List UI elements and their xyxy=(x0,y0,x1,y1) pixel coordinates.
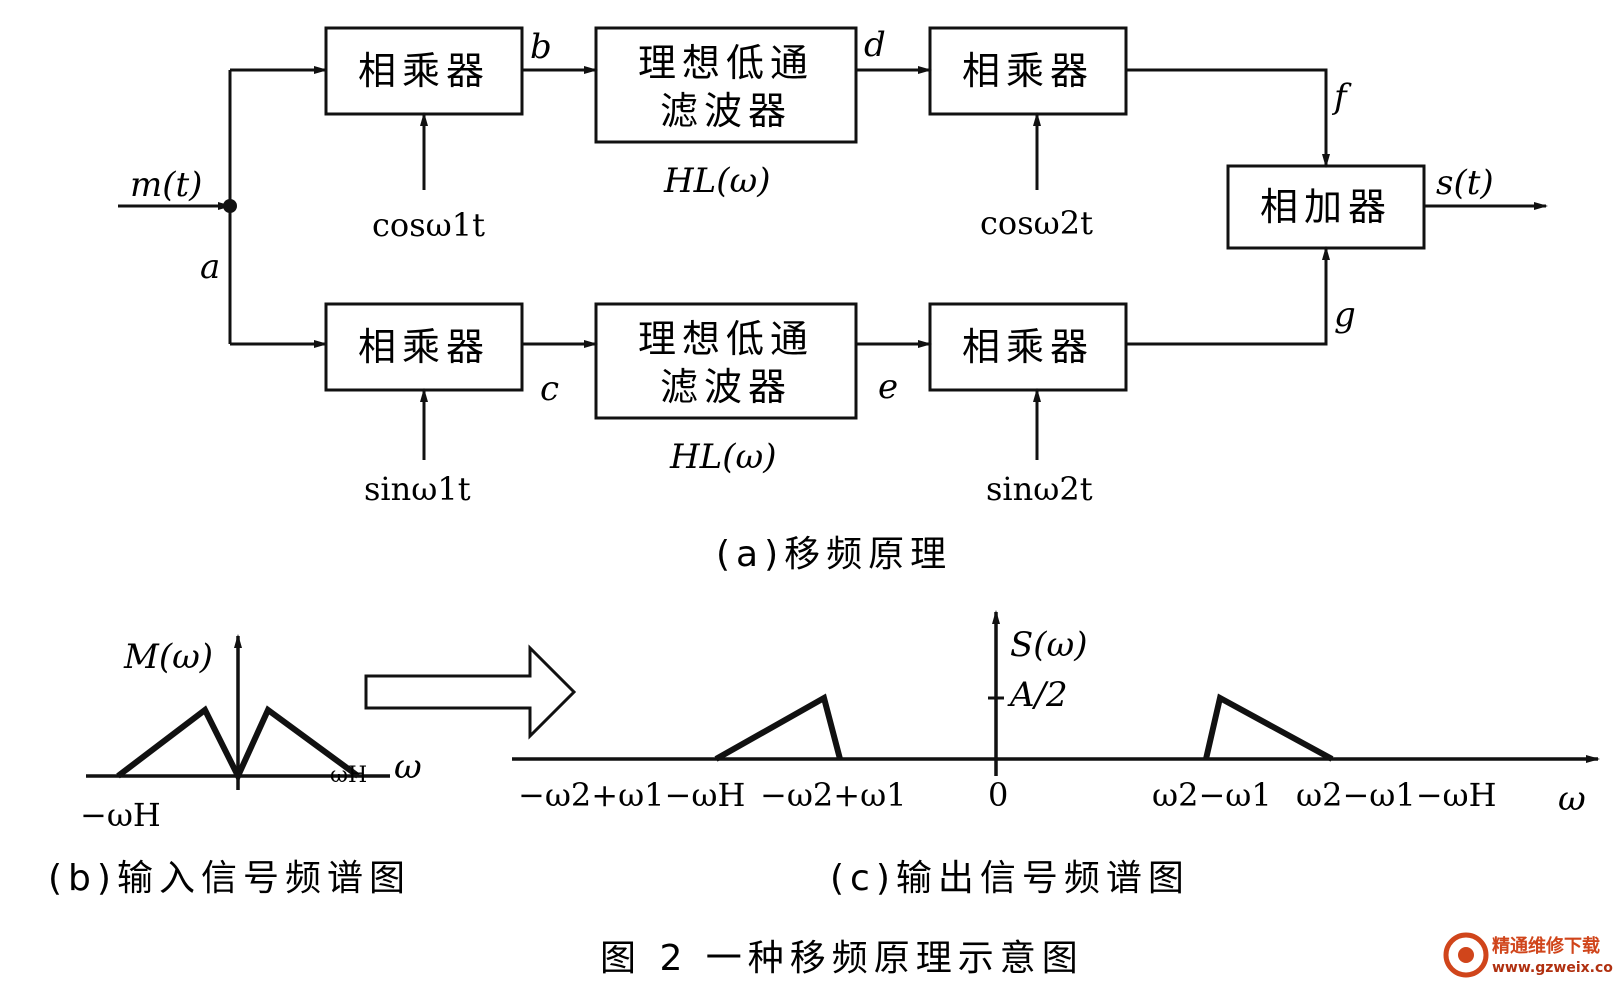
output-spectrum-ylabel: S(ω) xyxy=(1010,625,1088,665)
caption-c: (c)输出信号频谱图 xyxy=(830,858,1190,899)
multiplier-2-label: 相乘器 xyxy=(962,49,1094,93)
input-spectrum-xlabel: ω xyxy=(394,747,422,787)
multiplier-4-label: 相乘器 xyxy=(962,325,1094,369)
output-tick-3: 0 xyxy=(988,776,1008,814)
carrier-sin1-label: sinω1t xyxy=(364,470,471,508)
lowpass-filter-1-label-1: 理想低通 xyxy=(638,41,814,85)
node-f-label: f xyxy=(1331,77,1352,117)
node-g-label: g xyxy=(1334,295,1356,335)
lowpass-filter-2-label-1: 理想低通 xyxy=(638,317,814,361)
transform-arrow-icon xyxy=(364,644,577,740)
carrier-sin2-label: sinω2t xyxy=(986,470,1093,508)
output-tick-4: ω2−ω1 xyxy=(1152,776,1272,814)
carrier-cos1-label: cosω1t xyxy=(372,206,485,244)
node-c-label: c xyxy=(540,369,559,409)
node-e-label: e xyxy=(878,367,898,407)
watermark-text: 精通维修下载 xyxy=(1492,935,1600,957)
carrier-cos2-label: cosω2t xyxy=(980,204,1093,242)
figure-title: 图 2 一种移频原理示意图 xyxy=(600,938,1084,979)
watermark-logo xyxy=(1443,932,1489,978)
input-signal-label: m(t) xyxy=(130,165,202,205)
multiplier-1-label: 相乘器 xyxy=(358,49,490,93)
output-right-band xyxy=(1203,693,1334,762)
output-tick-2: −ω2+ω1 xyxy=(760,776,907,814)
output-left-band xyxy=(714,693,843,762)
adder-box xyxy=(1226,164,1426,250)
output-tick-1: −ω2+ω1−ωH xyxy=(518,776,745,814)
output-amp-label: A/2 xyxy=(1007,675,1068,715)
input-pos-tick: ωH xyxy=(330,763,367,788)
watermark-url: www.gzweix.com xyxy=(1492,960,1614,976)
hl-top-label: HL(ω) xyxy=(663,161,770,201)
lowpass-filter-2-box xyxy=(594,302,858,420)
lowpass-filter-1-box xyxy=(594,26,858,144)
multiplier-3-label: 相乘器 xyxy=(358,325,490,369)
wire-f xyxy=(1126,68,1330,168)
output-spectrum-xlabel: ω xyxy=(1558,779,1586,819)
node-b-label: b xyxy=(530,27,552,67)
lowpass-filter-1-label-2: 滤波器 xyxy=(660,89,792,133)
wire-g xyxy=(1126,246,1330,346)
input-neg-tick: −ωH xyxy=(80,796,161,834)
output-tick-5: ω2−ω1−ωH xyxy=(1296,776,1497,814)
node-d-label: d xyxy=(864,25,886,65)
node-a-label: a xyxy=(200,247,220,287)
lowpass-filter-2-label-2: 滤波器 xyxy=(660,365,792,409)
output-signal-label: s(t) xyxy=(1436,163,1494,203)
hl-bottom-label: HL(ω) xyxy=(669,437,776,477)
input-spectrum-shape xyxy=(116,705,360,783)
caption-a: (a)移频原理 xyxy=(716,534,952,575)
caption-b: (b)输入信号频谱图 xyxy=(48,858,411,899)
adder-label: 相加器 xyxy=(1260,185,1392,229)
input-spectrum-ylabel: M(ω) xyxy=(123,637,213,677)
